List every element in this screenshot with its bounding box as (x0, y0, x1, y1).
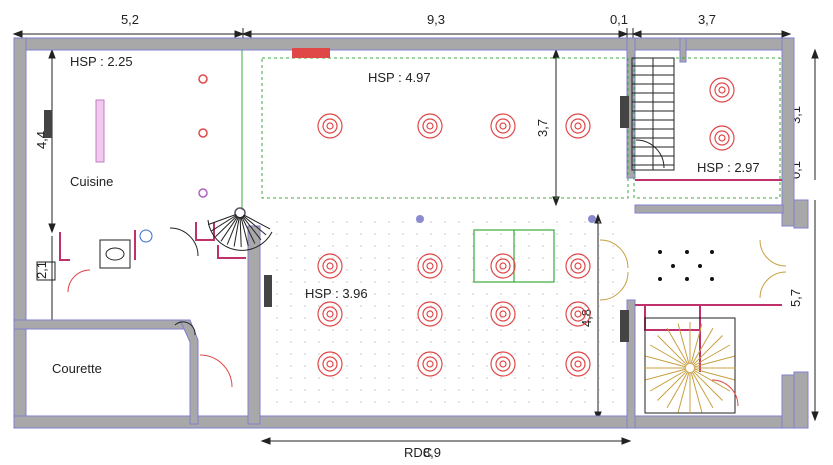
hsp-overlap-label: HSP : 3.96 (305, 286, 368, 301)
dim-top-3: 0,1 (610, 12, 628, 27)
hsp-right-label: HSP : 2.97 (697, 160, 760, 175)
ceiling-lamp (490, 253, 516, 279)
doors (67, 139, 787, 407)
spiral-stair-steps (644, 322, 736, 414)
dim-top-1: 5,2 (121, 12, 139, 27)
dim-hall-height: 3,7 (535, 119, 550, 137)
ceiling-lamp (317, 253, 343, 279)
dim-bottom-width: 8,9 (423, 445, 441, 460)
ceiling-lamp (565, 253, 591, 279)
walls (13, 37, 809, 429)
ceiling-lamp (317, 113, 343, 139)
dim-right-lower: 5,7 (788, 289, 803, 307)
ceiling-lamp (417, 351, 443, 377)
stair-steps (632, 58, 674, 170)
ceiling-lamp (317, 351, 343, 377)
ceiling-lamp (565, 301, 591, 327)
dim-top-4: 3,7 (698, 12, 716, 27)
room-labels: HSP : 2.25 HSP : 4.97 HSP : 2.97 HSP : 3… (52, 54, 760, 460)
ceiling-lamps (317, 77, 735, 377)
radiators (44, 96, 629, 342)
kitchen-hood (95, 99, 105, 163)
ceiling-lamp (490, 351, 516, 377)
dim-top-2: 9,3 (427, 12, 445, 27)
ceiling-lamp (709, 77, 735, 103)
spiral-stair-small (207, 213, 273, 251)
radiator-upper (620, 96, 629, 128)
ceiling-lamp (317, 301, 343, 327)
hsp-kitchen-label: HSP : 2.25 (70, 54, 133, 69)
ceiling-lamp (417, 253, 443, 279)
courtyard-label: Courette (52, 361, 102, 376)
entry-spots (658, 250, 714, 281)
ceiling-lamp (565, 351, 591, 377)
dim-left-wc: 2,1 (34, 261, 49, 279)
ceiling-lamp (417, 301, 443, 327)
right-room-outline (633, 57, 781, 199)
hall-mezzanine-outline (261, 57, 629, 199)
ceiling-lamp (417, 113, 443, 139)
ceiling-lamp (709, 125, 735, 151)
wc-fixtures (36, 229, 153, 281)
kitchen-label: Cuisine (70, 174, 113, 189)
level-label: RDC (404, 445, 432, 460)
ceiling-lamp (490, 113, 516, 139)
spot-dots (234, 207, 596, 223)
ceiling-lamp (490, 301, 516, 327)
radiator-top (292, 48, 330, 58)
radiator-stair (620, 310, 629, 342)
radiator-kitchen (44, 110, 52, 138)
hsp-hall-label: HSP : 4.97 (368, 70, 431, 85)
ceiling-lamp (565, 113, 591, 139)
table-outline (473, 229, 555, 283)
kitchen-lamps (198, 74, 208, 198)
dimension-lines (12, 28, 819, 445)
dim-stair-height: 4,8 (579, 309, 594, 327)
radiator-hall (264, 275, 272, 307)
